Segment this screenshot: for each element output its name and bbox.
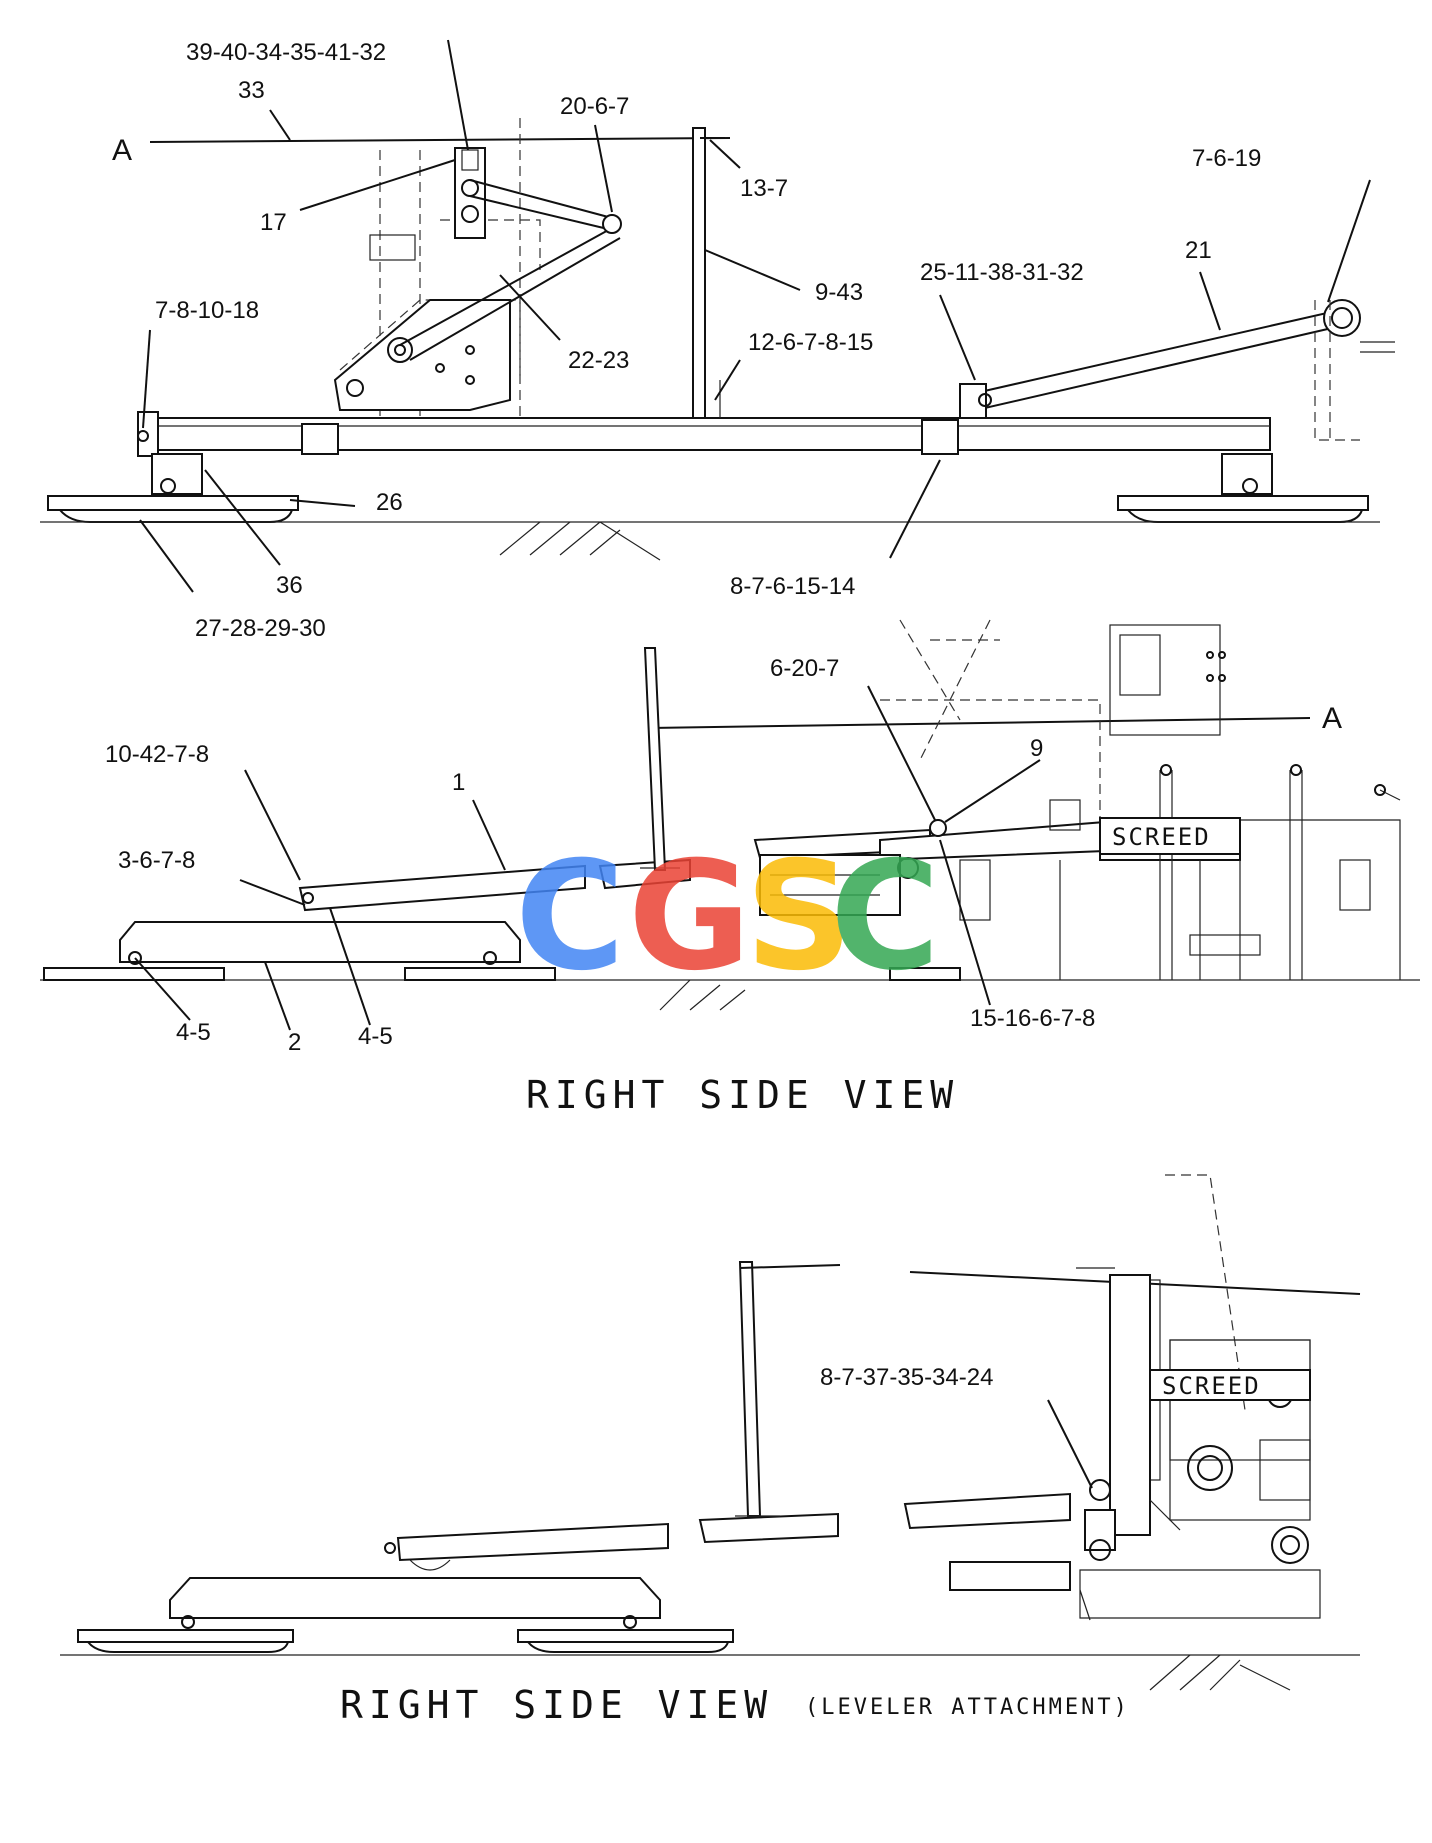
callout-26: 26 — [376, 489, 403, 516]
top-view: A — [40, 39, 1395, 642]
callout-22-23: 22-23 — [568, 347, 629, 374]
callout-8-7-6-15-14: 8-7-6-15-14 — [730, 573, 855, 600]
cgsc-watermark: C G S C — [515, 830, 940, 1004]
section-marker-a-top: A — [112, 134, 132, 167]
left-skid — [47, 495, 299, 511]
callout-9: 9 — [1030, 735, 1043, 762]
callout-3-6-7-8: 3-6-7-8 — [118, 847, 195, 874]
bottom-left-skid — [77, 1629, 294, 1643]
callout-10-42-7-8: 10-42-7-8 — [105, 741, 209, 768]
callout-8-7-37-35-34-24: 8-7-37-35-34-24 — [820, 1364, 993, 1391]
middle-left-skid — [43, 967, 225, 981]
callout-9-43: 9-43 — [815, 279, 863, 306]
view-subtitle-bottom: (LEVELER ATTACHMENT) — [805, 1695, 1130, 1720]
watermark-letter-2: G — [628, 830, 751, 1004]
callout-25-11-38-31-32: 25-11-38-31-32 — [920, 259, 1084, 286]
callout-21: 21 — [1185, 237, 1212, 264]
right-skid — [1117, 495, 1369, 511]
callout-1: 1 — [452, 769, 465, 796]
screed-label-middle: SCREED — [1112, 823, 1211, 851]
callout-4-5-left: 4-5 — [176, 1019, 211, 1046]
watermark-letter-4: C — [830, 830, 940, 1004]
callout-2: 2 — [288, 1029, 301, 1056]
bottom-view: SCREED 8-7-37-35-34-24 RIGHT SIDE VIEW (… — [60, 1174, 1361, 1727]
arm-1 — [298, 864, 586, 912]
callout-7-8-10-18: 7-8-10-18 — [155, 297, 259, 324]
callout-27-28-29-30: 27-28-29-30 — [195, 615, 326, 642]
beam-2 — [119, 921, 521, 963]
bottom-beam — [169, 1577, 661, 1619]
vertical-post — [692, 127, 706, 419]
callout-15-16-6-7-8: 15-16-6-7-8 — [970, 1005, 1095, 1032]
bottom-arm — [396, 1522, 669, 1562]
middle-view: A — [40, 619, 1420, 1117]
callout-17: 17 — [260, 209, 287, 236]
watermark-letter-3: S — [745, 830, 853, 1004]
view-title-middle: RIGHT SIDE VIEW — [526, 1073, 959, 1117]
callout-13-7: 13-7 — [740, 175, 788, 202]
callout-33: 33 — [238, 77, 265, 104]
watermark-letter-1: C — [515, 830, 625, 1004]
callout-4-5-right: 4-5 — [358, 1023, 393, 1050]
screed-label-bottom: SCREED — [1162, 1372, 1261, 1400]
callout-12-6-7-8-15: 12-6-7-8-15 — [748, 329, 873, 356]
lift-arm — [978, 308, 1347, 410]
callout-6-20-7: 6-20-7 — [770, 655, 839, 682]
callout-20-6-7: 20-6-7 — [560, 93, 629, 120]
view-title-bottom: RIGHT SIDE VIEW — [340, 1683, 773, 1727]
section-marker-a-middle: A — [1322, 702, 1342, 735]
callout-39-40-34-35-41-32: 39-40-34-35-41-32 — [186, 39, 386, 66]
callout-7-6-19: 7-6-19 — [1192, 145, 1261, 172]
callout-36: 36 — [276, 572, 303, 599]
